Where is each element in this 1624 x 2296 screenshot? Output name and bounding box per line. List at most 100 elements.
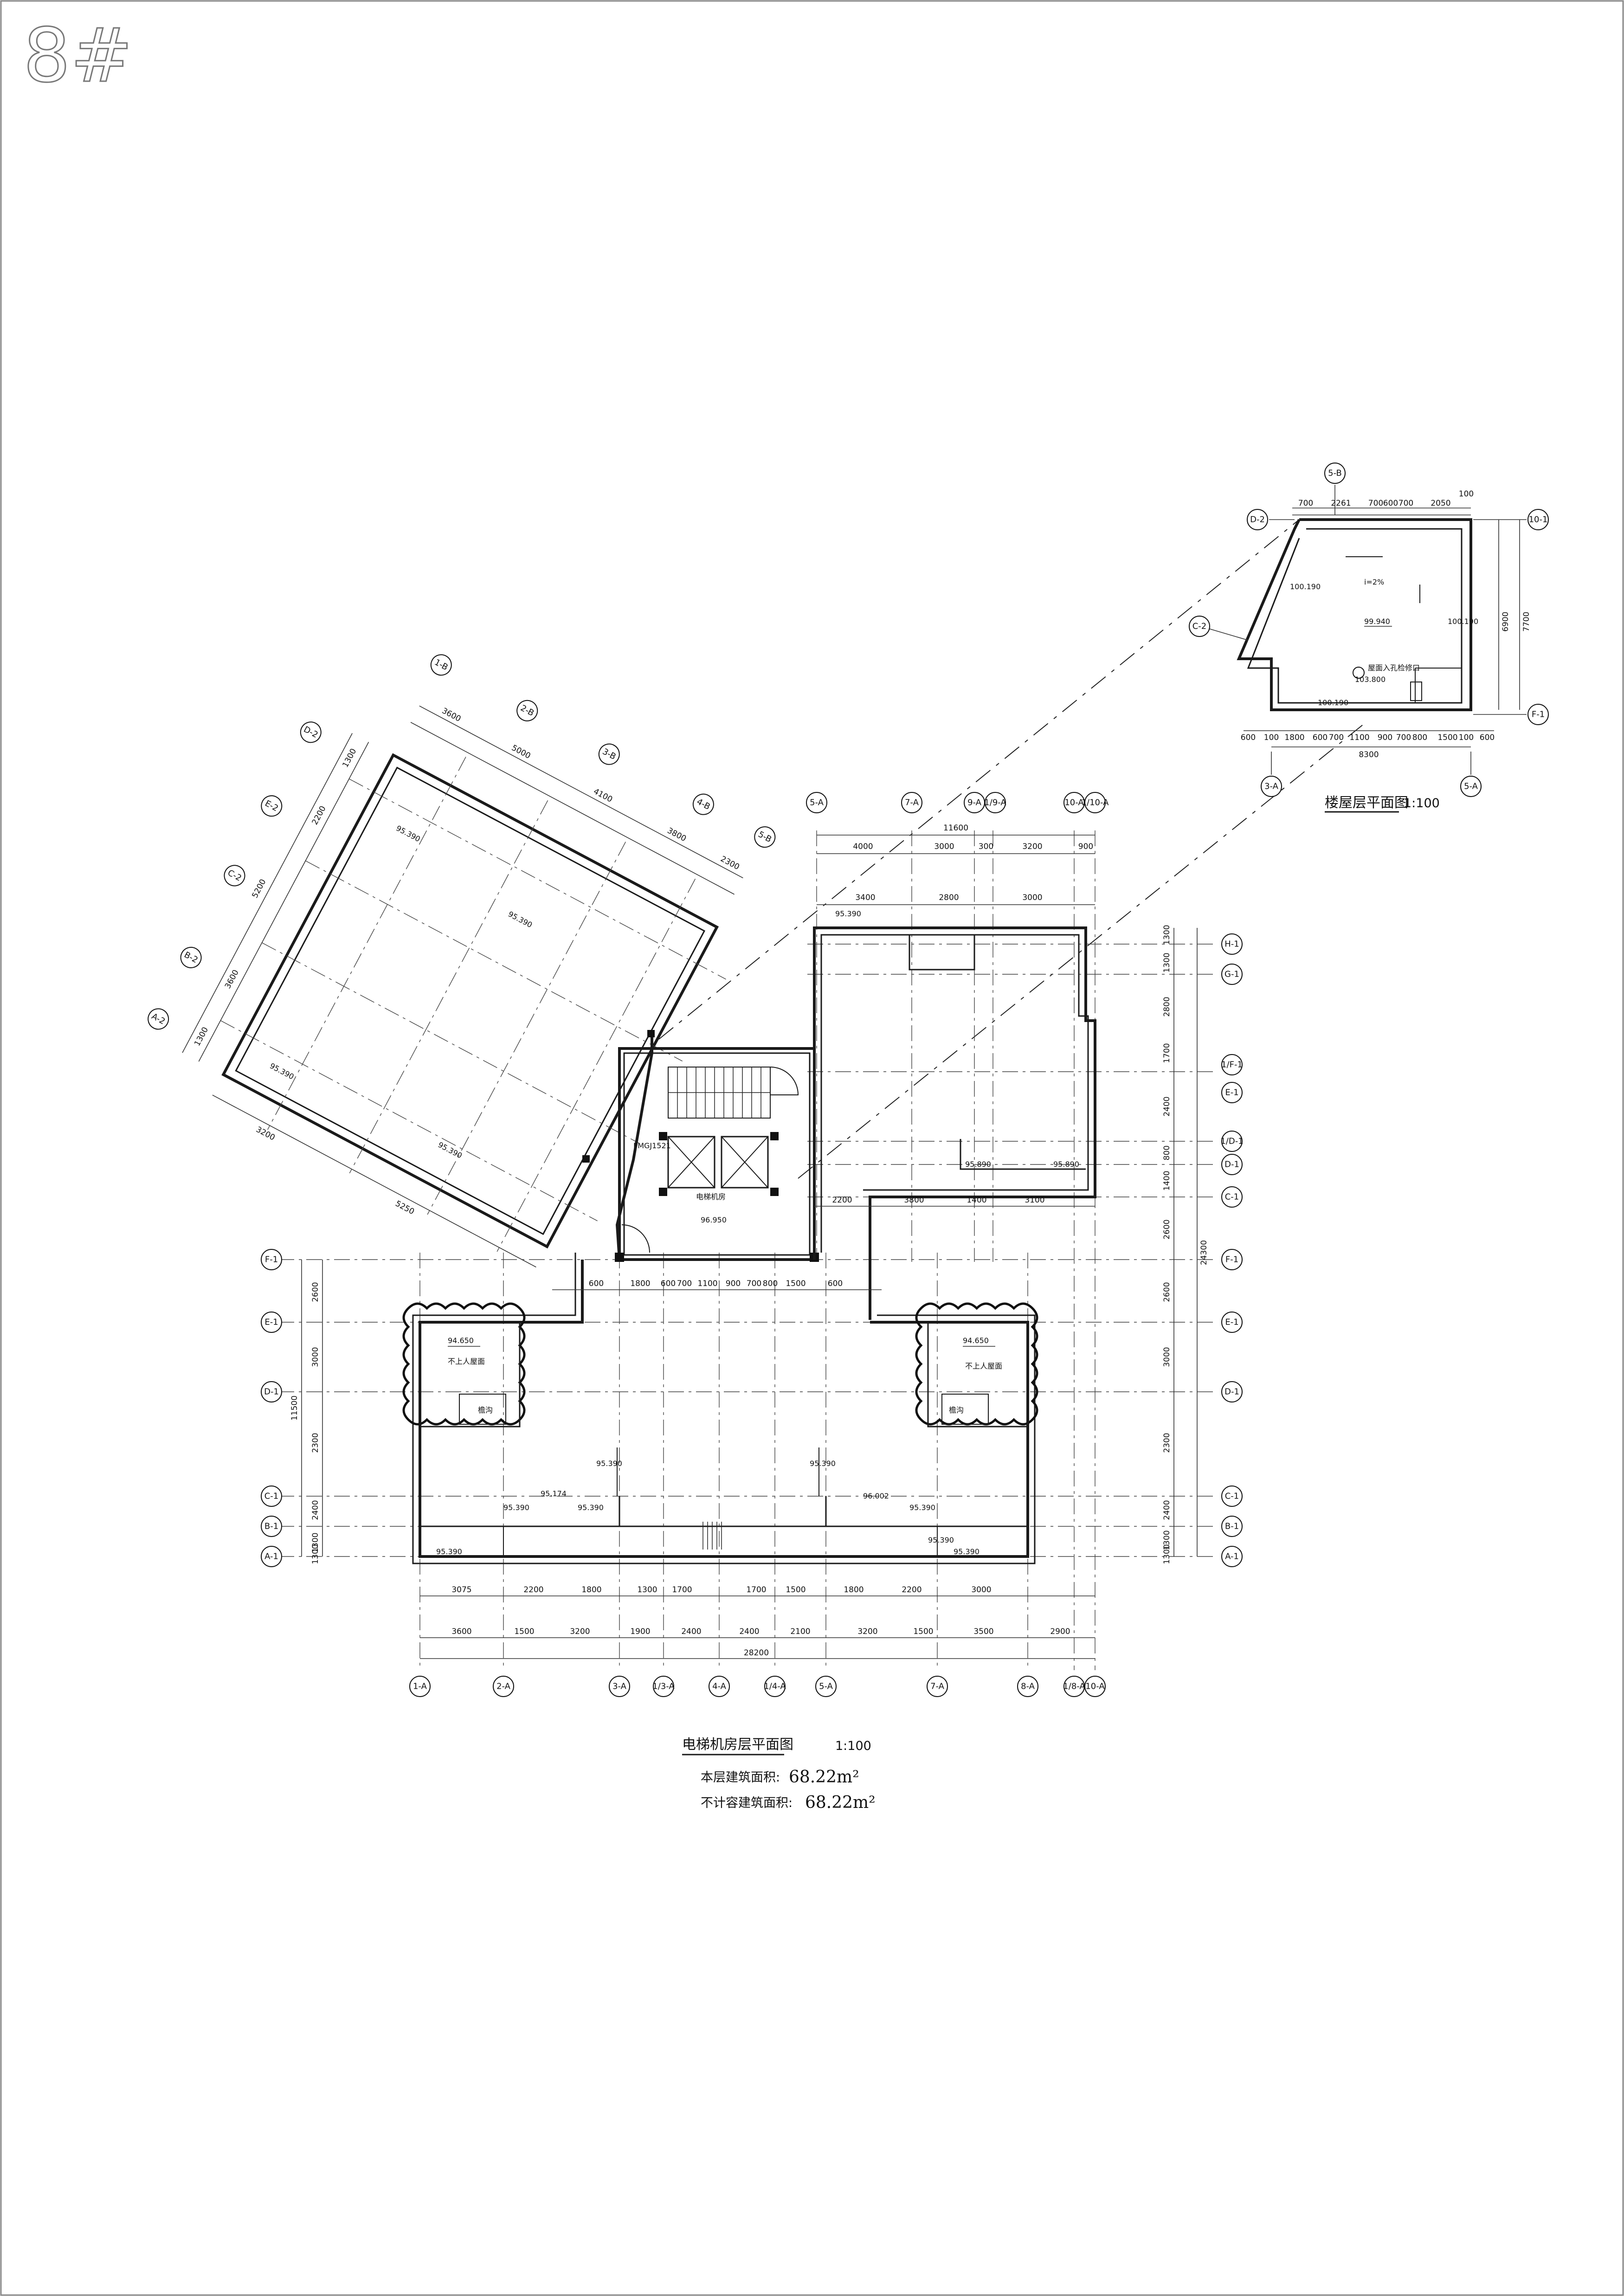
bd1-9: 3500 <box>973 1627 993 1636</box>
axis-10A: 10-A <box>1085 1682 1105 1691</box>
bd1-2: 3200 <box>570 1627 590 1636</box>
roof-top-dim-0: 700 <box>1298 499 1313 508</box>
bd1-7: 3200 <box>857 1627 877 1636</box>
roof-hatch-note: 屋面入孔检修口 <box>1368 663 1420 672</box>
bd2-2: 1800 <box>581 1585 601 1595</box>
top-dims: 11600 4000 3000 300 3200 900 3400 2800 3… <box>817 823 1095 905</box>
right-axis-11: B-1 <box>1225 1522 1239 1531</box>
small-stair <box>702 1522 722 1550</box>
bd2-7: 1800 <box>844 1585 864 1595</box>
ru-level-2: 95.890 <box>1053 1160 1079 1169</box>
bd2-4: 1700 <box>672 1585 692 1595</box>
core-dim-3: 700 <box>677 1279 692 1288</box>
bd1-0: 3600 <box>451 1627 471 1636</box>
right-roof-level: 94.650 <box>963 1336 989 1345</box>
rd-13: 1300 <box>1162 1544 1172 1564</box>
core-dim-1: 1800 <box>630 1279 650 1288</box>
rd-5: 800 <box>1162 1145 1172 1160</box>
top-axis-10A: 10-A <box>1064 798 1084 808</box>
roof-bottom-dim-11: 600 <box>1480 733 1495 742</box>
rd-3: 1700 <box>1162 1043 1172 1063</box>
roof-axis-D2: D-2 <box>1250 515 1265 525</box>
top-dim-0: 4000 <box>853 842 873 851</box>
right-upper-block: 95.390 95.890 95.890 <box>813 909 1096 1320</box>
main-title-block: 电梯机房层平面图 1:100 本层建筑面积: 68.22m² 不计容建筑面积: … <box>682 1736 876 1812</box>
core-dim-4: 1100 <box>697 1279 717 1288</box>
top-axis-1-9A: 1/9-A <box>984 798 1006 808</box>
ru-level-0: 95.390 <box>835 909 861 918</box>
bd1-10: 2900 <box>1050 1627 1070 1636</box>
axis-1-4A: 1/4-A <box>764 1682 786 1691</box>
ld-0: 2600 <box>311 1282 320 1302</box>
bottom-axis-bubbles: 1-A 2-A 3-A 1/3-A 4-A 1/4-A 5-A 7-A 8-A … <box>409 1676 1106 1697</box>
axis-4A: 4-A <box>712 1682 727 1691</box>
top-dim2-0: 3400 <box>855 893 875 902</box>
core-dim-6: 700 <box>747 1279 761 1288</box>
ld-2: 2300 <box>311 1433 320 1453</box>
right-axis-2: 1/F-1 <box>1221 1060 1243 1070</box>
core-dims: 600 1800 600 700 1100 900 700 800 1500 6… <box>552 1196 1095 1290</box>
roof-bottom-dim-3: 600 <box>1313 733 1328 742</box>
bd1-6: 2100 <box>790 1627 810 1636</box>
right-axis-6: C-1 <box>1225 1192 1239 1202</box>
ld-5: 1300 <box>311 1544 320 1564</box>
axis-5A: 5-A <box>819 1682 833 1691</box>
axis-1A: 1-A <box>413 1682 427 1691</box>
link-lines <box>658 519 1365 1179</box>
axis-1-8A: 1/8-A <box>1063 1682 1085 1691</box>
bd1-1: 1500 <box>514 1627 534 1636</box>
left-axis-bubbles: F-1 E-1 D-1 C-1 B-1 A-1 <box>261 1249 282 1567</box>
roof-bottom-dim-5: 1100 <box>1349 733 1369 742</box>
bd2-6: 1500 <box>786 1585 806 1595</box>
roof-axis-3A: 3-A <box>1264 782 1279 791</box>
ll-4: 95.390 <box>578 1503 604 1512</box>
roof-axis-F1: F-1 <box>1532 710 1545 720</box>
roof-top-dim-4: 700 <box>1398 499 1413 508</box>
bd1-3: 1900 <box>630 1627 650 1636</box>
right-axis-4: 1/D-1 <box>1220 1137 1243 1146</box>
axis-8A: 8-A <box>1021 1682 1035 1691</box>
stair-roof-plan: 700 2261 700 600 700 2050 100 600 100 18… <box>1189 463 1549 813</box>
wing-dim-3: 3800 <box>666 826 688 843</box>
axis-2A: 2-A <box>496 1682 511 1691</box>
bd1-5: 2400 <box>739 1627 759 1636</box>
ll-7: 95.390 <box>436 1547 462 1556</box>
right-axis-12: A-1 <box>1225 1552 1239 1562</box>
lr-dim-2: 1400 <box>967 1196 986 1205</box>
rd-2: 2800 <box>1162 997 1172 1016</box>
right-axis-5: D-1 <box>1224 1160 1239 1170</box>
roof-top-dim-6: 100 <box>1459 489 1474 499</box>
bd1-8: 1500 <box>913 1627 933 1636</box>
ld-1: 3000 <box>311 1347 320 1367</box>
rd-4: 2400 <box>1162 1096 1172 1116</box>
roof-slope-note: i=2% <box>1364 578 1384 586</box>
roof-bottom-dim-8: 800 <box>1412 733 1427 742</box>
wing-level-3: 95.390 <box>437 1140 464 1160</box>
right-axis-8: E-1 <box>1225 1318 1238 1327</box>
roof-bottom-dim-0: 600 <box>1241 733 1256 742</box>
core-dim-9: 600 <box>828 1279 843 1288</box>
right-dims: 24300 1300 1300 2800 1700 2400 800 1400 … <box>1162 925 1209 1564</box>
right-axis-0: H-1 <box>1224 939 1239 949</box>
top-total: 11600 <box>943 823 968 833</box>
ld-3: 2400 <box>311 1500 320 1520</box>
core-dim-8: 1500 <box>786 1279 806 1288</box>
core-dim-7: 800 <box>763 1279 778 1288</box>
wing-dim-4: 2300 <box>719 854 741 872</box>
roof-plan-scale: 1:100 <box>1404 796 1440 810</box>
roof-level-2: 100.190 <box>1448 617 1478 626</box>
area-value: 68.22m² <box>789 1768 859 1787</box>
area-label: 本层建筑面积: <box>701 1770 780 1785</box>
bd2-1: 2200 <box>523 1585 543 1595</box>
rd-1: 1300 <box>1162 952 1172 972</box>
right-axis-bubbles: H-1 G-1 1/F-1 E-1 1/D-1 D-1 C-1 F-1 E-1 … <box>1220 933 1244 1567</box>
left-dims: 11500 2600 3000 2300 2400 1300 1300 <box>290 1260 323 1564</box>
bottom-dims: 3075 2200 1800 1300 1700 1700 1500 1800 … <box>420 1585 1095 1659</box>
top-dim2-2: 3000 <box>1022 893 1042 902</box>
left-roof-level: 94.650 <box>448 1336 474 1345</box>
roof-axis-C2: C-2 <box>1192 622 1207 631</box>
bd1-4: 2400 <box>681 1627 701 1636</box>
roof-bottom-dim-7: 700 <box>1396 733 1411 742</box>
lr-dim-3: 3100 <box>1025 1196 1044 1205</box>
ll-0: 95.390 <box>596 1459 622 1468</box>
